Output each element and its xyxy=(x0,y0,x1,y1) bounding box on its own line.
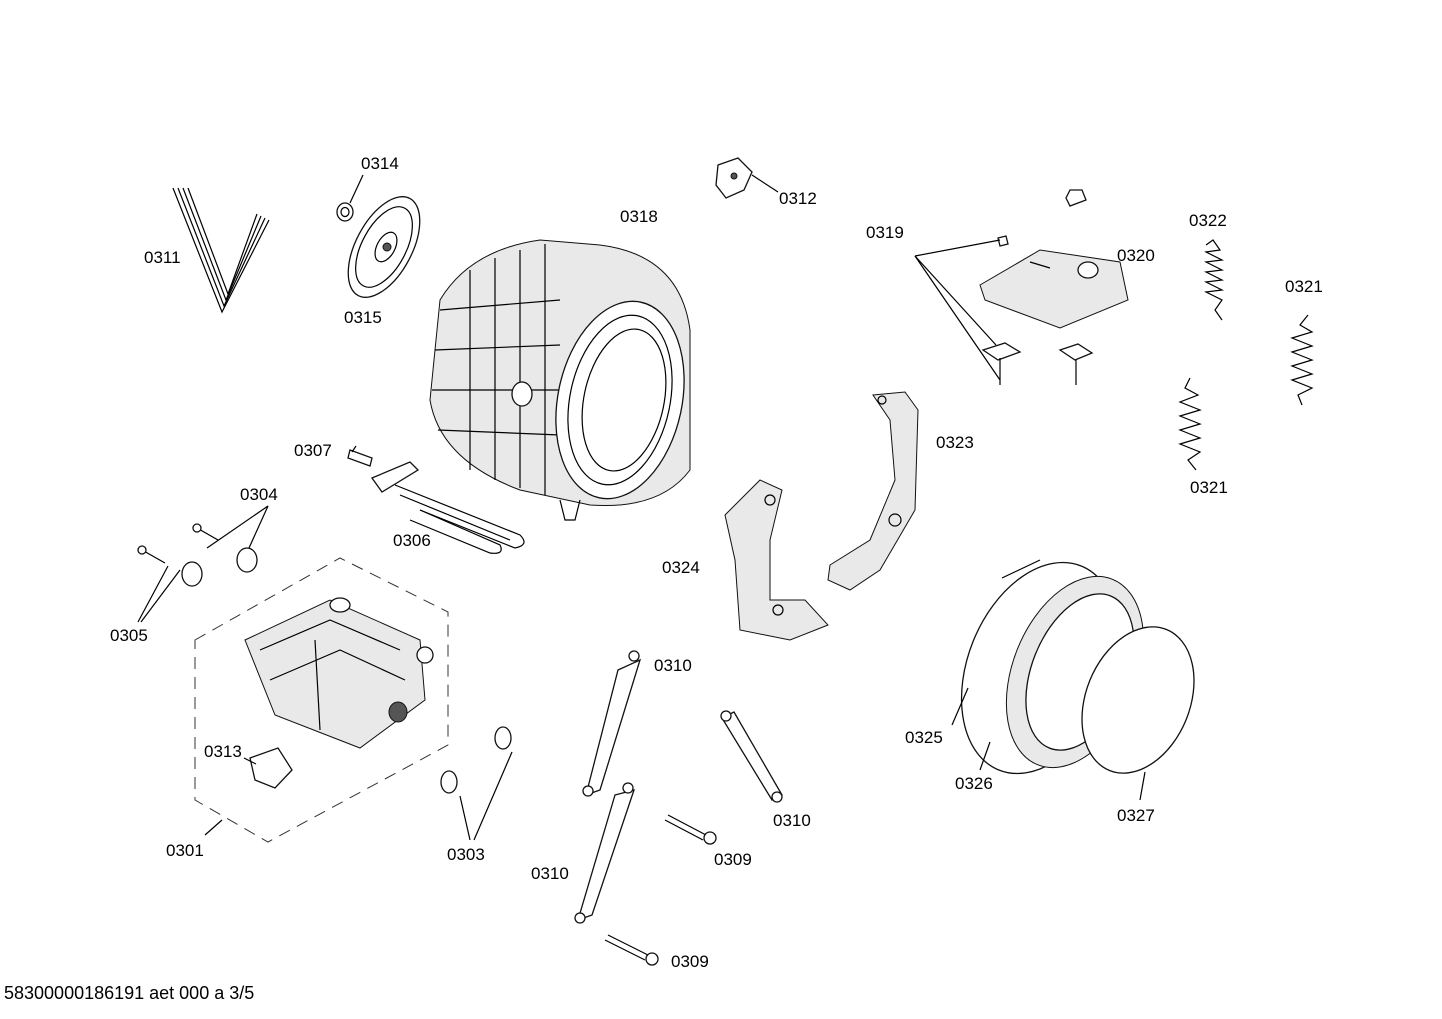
temperature-sensor-part xyxy=(347,445,373,467)
label-0321-a: 0321 xyxy=(1285,277,1323,296)
label-0303: 0303 xyxy=(447,845,485,864)
label-0311: 0311 xyxy=(144,248,181,267)
drum-pulley-part xyxy=(347,196,421,298)
document-footer-id: 58300000186191 aet 000 a 3/5 xyxy=(4,983,255,1003)
label-0309-b: 0309 xyxy=(671,952,709,971)
label-0323: 0323 xyxy=(936,433,974,452)
tub-clip-part xyxy=(715,157,779,199)
label-0310-c: 0310 xyxy=(531,864,569,883)
heating-element-part xyxy=(370,461,525,554)
label-0307: 0307 xyxy=(294,441,332,460)
label-0310-a: 0310 xyxy=(654,656,692,675)
spring-part-1 xyxy=(1203,239,1225,321)
label-0318: 0318 xyxy=(620,207,658,226)
counterweight-left-part xyxy=(724,479,829,641)
motor-screws-part xyxy=(137,505,269,623)
label-0325: 0325 xyxy=(905,728,943,747)
label-0312: 0312 xyxy=(779,189,817,208)
label-0305: 0305 xyxy=(110,626,148,645)
label-0301: 0301 xyxy=(166,841,204,860)
label-0319: 0319 xyxy=(866,223,904,242)
bolt-part-1 xyxy=(664,814,717,845)
shock-absorber-part-2 xyxy=(574,782,635,924)
label-0320: 0320 xyxy=(1117,246,1155,265)
shock-absorber-part-3 xyxy=(720,710,783,803)
drive-belt-part xyxy=(172,187,270,314)
door-seal-part xyxy=(951,559,1195,801)
label-0313: 0313 xyxy=(204,742,242,761)
tub-part xyxy=(429,239,691,521)
label-0324: 0324 xyxy=(662,558,700,577)
label-0315: 0315 xyxy=(344,308,382,327)
label-0304: 0304 xyxy=(240,485,278,504)
counterweight-right-part xyxy=(827,391,919,591)
spring-part-2 xyxy=(1290,314,1314,406)
shock-absorber-part-1 xyxy=(582,650,642,797)
top-bracket-part xyxy=(914,189,1129,385)
bushings-part xyxy=(440,726,513,841)
label-0326: 0326 xyxy=(955,774,993,793)
motor-connector-part xyxy=(243,747,293,789)
leader-0314 xyxy=(349,174,364,204)
label-0309-a: 0309 xyxy=(714,850,752,869)
label-0322: 0322 xyxy=(1189,211,1227,230)
bolt-part-2 xyxy=(604,934,659,966)
pulley-nut-part xyxy=(336,202,354,222)
spring-part-3 xyxy=(1178,377,1202,471)
label-0314: 0314 xyxy=(361,154,399,173)
label-0321-b: 0321 xyxy=(1190,478,1228,497)
label-0310-b: 0310 xyxy=(773,811,811,830)
label-0306: 0306 xyxy=(393,531,431,550)
label-0327: 0327 xyxy=(1117,806,1155,825)
motor-part xyxy=(194,557,449,843)
